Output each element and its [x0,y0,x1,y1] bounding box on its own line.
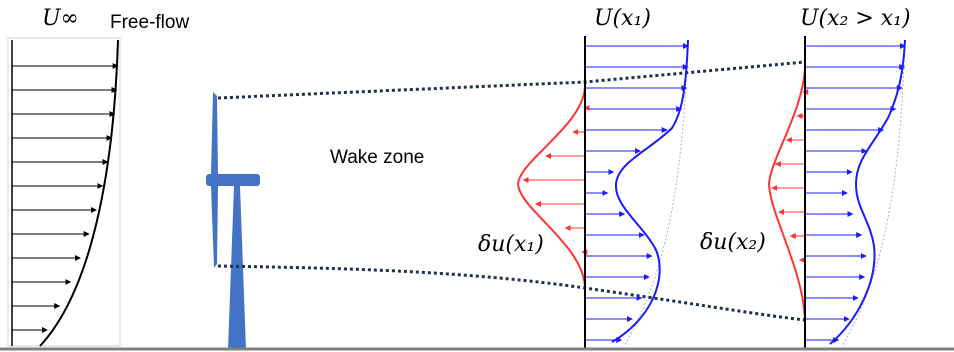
velocity-envelope-x1 [611,39,689,343]
velocity-profile-x1 [516,36,689,348]
wake-boundary-upper [217,60,806,100]
profile-x1-label: U(x₁) [594,6,651,31]
profile-x2-label: U(x₂ > x₁) [800,6,911,31]
turbine-blade-upper [211,92,218,176]
inflow-panel-frame [7,37,121,347]
deficit-arrows-x2 [771,89,809,263]
turbine-tower [228,186,246,350]
velocity-profile-x2 [767,36,906,348]
velocity-envelope-x2 [829,39,906,345]
freestream-reference-curve-x1 [623,39,689,347]
deficit-x1-label: δu(x₁) [478,232,544,257]
wake-zone-label: Wake zone [330,147,425,168]
inflow-envelope-curve [39,39,119,347]
turbine-blade-lower [211,186,218,268]
velocity-arrows-x2 [805,43,906,343]
freestream-reference-curve-x2 [841,39,906,347]
deficit-curve-x2 [767,65,806,323]
free-flow-label: Free-flow [110,12,190,33]
deficit-curve-x1 [516,85,586,289]
deficit-x2-label: δu(x₂) [700,230,766,255]
velocity-arrows-x1 [585,43,689,343]
inflow-velocity-arrows [12,63,119,333]
freestream-velocity-label: U∞ [42,6,79,31]
deficit-arrows-x1 [522,105,590,255]
wind-turbine [206,92,260,350]
wake-boundary-lower [217,264,806,322]
turbine-nacelle [206,174,260,186]
inflow-profile-panel [7,37,121,347]
